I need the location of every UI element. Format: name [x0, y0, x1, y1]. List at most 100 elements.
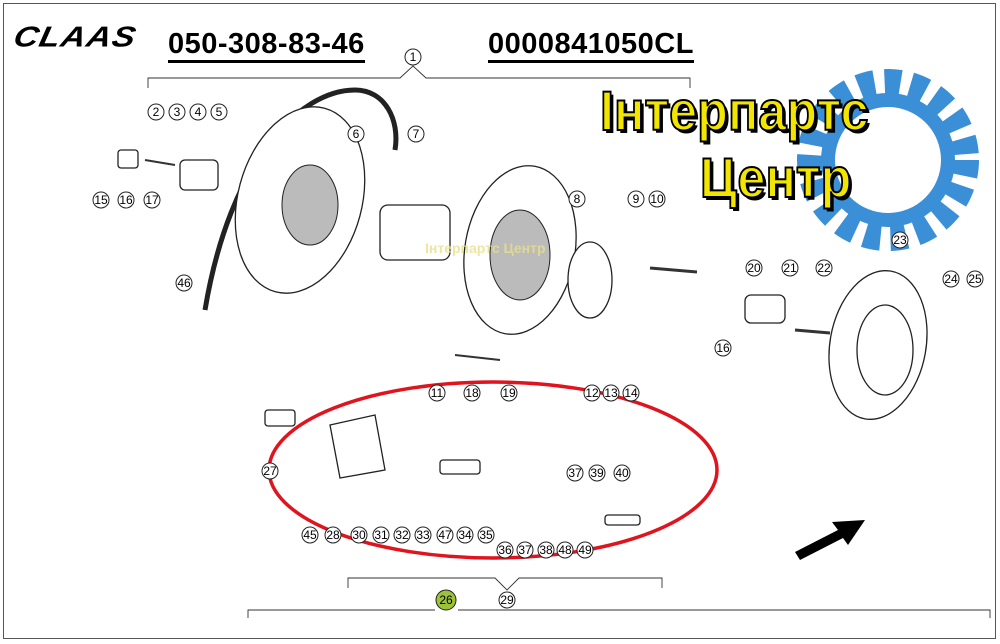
callout-47[interactable]: 47 [436, 526, 454, 544]
svg-text:7: 7 [413, 127, 420, 141]
watermark-text-line2: Центр [699, 145, 852, 210]
callout-5[interactable]: 5 [210, 103, 228, 121]
svg-text:39: 39 [590, 466, 604, 480]
part-number-left: 050-308-83-46 [168, 28, 365, 63]
callout-27[interactable]: 27 [261, 462, 279, 480]
svg-text:35: 35 [479, 528, 493, 542]
callout-37-right[interactable]: 37 [566, 464, 584, 482]
callout-48[interactable]: 48 [556, 541, 574, 559]
svg-text:11: 11 [431, 386, 444, 400]
svg-text:8: 8 [574, 192, 581, 206]
direction-arrow-icon [795, 520, 865, 560]
callout-46[interactable]: 46 [175, 274, 193, 292]
watermark-text-line1: Інтерпартс [599, 78, 869, 143]
callout-22[interactable]: 22 [815, 259, 833, 277]
callout-39[interactable]: 39 [588, 464, 606, 482]
svg-text:36: 36 [498, 543, 512, 557]
callout-13[interactable]: 13 [602, 384, 620, 402]
callout-9[interactable]: 9 [627, 190, 645, 208]
callout-25[interactable]: 25 [966, 270, 984, 288]
callout-14[interactable]: 14 [622, 384, 640, 402]
svg-text:13: 13 [604, 386, 618, 400]
svg-text:10: 10 [650, 192, 664, 206]
part-number-right: 0000841050CL [488, 28, 694, 63]
svg-text:34: 34 [458, 528, 472, 542]
callout-17[interactable]: 17 [143, 191, 161, 209]
svg-text:18: 18 [465, 386, 479, 400]
callout-37[interactable]: 37 [516, 541, 534, 559]
svg-text:49: 49 [578, 543, 592, 557]
svg-text:32: 32 [395, 528, 409, 542]
callout-34[interactable]: 34 [456, 526, 474, 544]
svg-text:37: 37 [518, 543, 532, 557]
callout-36[interactable]: 36 [496, 541, 514, 559]
callout-6[interactable]: 6 [347, 125, 365, 143]
callout-12[interactable]: 12 [583, 384, 601, 402]
svg-text:38: 38 [539, 543, 553, 557]
svg-text:15: 15 [94, 193, 108, 207]
callout-26-selected[interactable]: 26 [435, 589, 457, 611]
callout-11[interactable]: 11 [428, 384, 446, 402]
svg-text:19: 19 [502, 386, 516, 400]
callout-29[interactable]: 29 [498, 591, 516, 609]
callout-10[interactable]: 10 [648, 190, 666, 208]
svg-text:2: 2 [153, 105, 160, 119]
callout-23[interactable]: 23 [891, 231, 909, 249]
svg-text:5: 5 [216, 105, 223, 119]
svg-text:6: 6 [353, 127, 360, 141]
callout-38[interactable]: 38 [537, 541, 555, 559]
callout-33[interactable]: 33 [414, 526, 432, 544]
svg-text:21: 21 [783, 261, 797, 275]
svg-text:14: 14 [624, 386, 638, 400]
diagram-frame [3, 3, 996, 639]
callout-18[interactable]: 18 [463, 384, 481, 402]
svg-text:3: 3 [174, 105, 181, 119]
callout-1[interactable]: 1 [404, 48, 422, 66]
svg-text:26: 26 [439, 593, 453, 607]
callout-24[interactable]: 24 [942, 270, 960, 288]
svg-text:47: 47 [438, 528, 452, 542]
watermark-small-text: Інтерпартс Центр [425, 240, 546, 256]
svg-text:48: 48 [558, 543, 572, 557]
svg-text:20: 20 [747, 261, 761, 275]
callouts: 1 2 3 4 5 6 7 8 9 10 11 12 13 14 15 16 1… [92, 48, 984, 611]
svg-text:1: 1 [410, 50, 417, 64]
svg-text:22: 22 [817, 261, 831, 275]
callout-32[interactable]: 32 [393, 526, 411, 544]
callout-19[interactable]: 19 [500, 384, 518, 402]
callout-49[interactable]: 49 [576, 541, 594, 559]
callout-2[interactable]: 2 [147, 103, 165, 121]
svg-text:29: 29 [500, 593, 514, 607]
callout-30[interactable]: 30 [350, 526, 368, 544]
callout-20[interactable]: 20 [745, 259, 763, 277]
svg-text:16: 16 [119, 193, 133, 207]
callout-8[interactable]: 8 [568, 190, 586, 208]
callout-16-right[interactable]: 16 [714, 339, 732, 357]
svg-text:28: 28 [326, 528, 340, 542]
svg-text:25: 25 [968, 272, 982, 286]
callout-3[interactable]: 3 [168, 103, 186, 121]
svg-text:30: 30 [352, 528, 366, 542]
watermark-gear-icon [797, 69, 979, 251]
callout-40[interactable]: 40 [613, 464, 631, 482]
callout-31[interactable]: 31 [372, 526, 390, 544]
svg-text:23: 23 [893, 233, 907, 247]
svg-text:16: 16 [716, 341, 730, 355]
svg-text:46: 46 [177, 276, 191, 290]
callout-16[interactable]: 16 [117, 191, 135, 209]
svg-text:27: 27 [263, 464, 277, 478]
callout-4[interactable]: 4 [189, 103, 207, 121]
callout-28[interactable]: 28 [324, 526, 342, 544]
svg-text:12: 12 [585, 386, 599, 400]
callout-35[interactable]: 35 [477, 526, 495, 544]
callout-21[interactable]: 21 [781, 259, 799, 277]
svg-text:45: 45 [303, 528, 317, 542]
svg-text:4: 4 [195, 105, 202, 119]
callout-15[interactable]: 15 [92, 191, 110, 209]
svg-text:37: 37 [568, 466, 582, 480]
callout-7[interactable]: 7 [407, 125, 425, 143]
callout-45[interactable]: 45 [301, 526, 319, 544]
svg-text:31: 31 [374, 528, 388, 542]
svg-text:9: 9 [633, 192, 640, 206]
